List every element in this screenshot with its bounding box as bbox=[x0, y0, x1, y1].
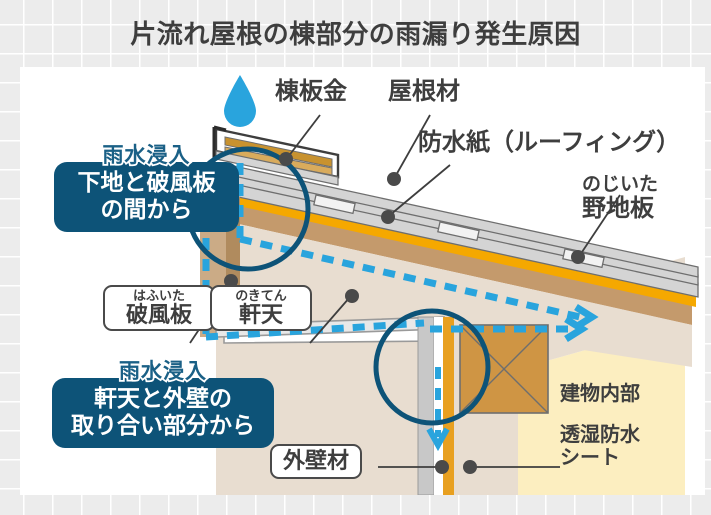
dot-ridge-cap bbox=[279, 152, 293, 166]
moisture-barrier-sheet bbox=[443, 317, 454, 495]
callout-soffit-leak: 雨水浸入 軒天と外壁の 取り合い部分から bbox=[52, 355, 274, 449]
callout-soffit-leak-head: 雨水浸入 bbox=[117, 358, 208, 385]
callout-ridge-leak-body: 下地と破風板 の間から bbox=[54, 162, 239, 233]
label-soffit: 軒天 bbox=[238, 302, 283, 328]
water-flow-arrows bbox=[564, 304, 599, 342]
dot-roofing-material bbox=[387, 172, 401, 186]
water-path-dashed bbox=[202, 163, 581, 341]
dot-fascia bbox=[224, 274, 238, 288]
arrow-right-lower bbox=[564, 316, 589, 342]
callout-soffit-leak-body: 軒天と外壁の 取り合い部分から bbox=[52, 378, 274, 449]
structural-beam bbox=[459, 324, 549, 414]
diagram-card: 棟板金 屋根材 防水紙（ルーフィング） のじいた 野地板 はふいた 破風板 のき… bbox=[20, 67, 705, 495]
label-fascia: 破風板 bbox=[125, 302, 192, 328]
leader-dots bbox=[224, 152, 585, 474]
wall-air-gap bbox=[434, 317, 443, 495]
roof-cross-section-diagram bbox=[185, 75, 699, 495]
exterior-wall-siding bbox=[417, 316, 435, 495]
callout-ridge-leak-line2: の間から bbox=[100, 196, 193, 223]
water-path-soffit bbox=[205, 319, 425, 341]
label-roof-deck-group: のじいた 野地板 bbox=[582, 174, 659, 223]
callout-ridge-leak-head: 雨水浸入 bbox=[101, 142, 192, 169]
dot-soffit bbox=[345, 289, 359, 303]
callout-ridge-leak-line1: 下地と破風板 bbox=[77, 169, 216, 195]
label-soffit-ruby: のきてん bbox=[235, 288, 287, 303]
label-moisture-sheet-line1: 透湿防水 bbox=[560, 424, 640, 446]
label-moisture-sheet-line2: シート bbox=[560, 446, 620, 469]
page-title: 片流れ屋根の棟部分の雨漏り発生原因 bbox=[130, 19, 581, 49]
dot-waterproof-paper bbox=[381, 210, 395, 224]
label-waterproof-paper: 防水紙（ルーフィング） bbox=[418, 129, 681, 156]
label-box-exterior-wall: 外壁材 bbox=[270, 444, 363, 480]
label-box-soffit: のきてん 軒天 bbox=[210, 285, 312, 332]
label-exterior-wall: 外壁材 bbox=[283, 448, 350, 473]
label-box-fascia: はふいた 破風板 bbox=[103, 285, 215, 332]
callout-soffit-leak-line2: 取り合い部分から bbox=[71, 412, 255, 439]
dot-roof-deck bbox=[571, 250, 585, 264]
water-flow-arrow-down bbox=[426, 367, 450, 452]
label-roof-deck-ruby: のじいた bbox=[582, 174, 659, 195]
water-path-under-roof bbox=[239, 235, 581, 321]
ridge-cap-assembly bbox=[212, 125, 340, 189]
water-drop-icon bbox=[224, 75, 256, 127]
label-building-interior: 建物内部 bbox=[560, 383, 640, 405]
label-roof-deck: 野地板 bbox=[582, 195, 654, 223]
label-ridge-cap: 棟板金 bbox=[275, 78, 347, 105]
arrow-right-upper bbox=[574, 304, 599, 330]
highlight-circle-soffit bbox=[373, 308, 491, 426]
label-moisture-sheet-group: 透湿防水 シート bbox=[560, 424, 640, 469]
dot-moisture-sheet bbox=[463, 460, 477, 474]
dot-exterior-wall bbox=[435, 460, 449, 474]
attic-interior-fill bbox=[216, 219, 692, 495]
building-interior-fill bbox=[518, 322, 685, 495]
callout-soffit-leak-line1: 軒天と外壁の bbox=[94, 385, 232, 411]
callout-ridge-leak: 雨水浸入 下地と破風板 の間から bbox=[54, 139, 239, 233]
label-roofing-material: 屋根材 bbox=[388, 78, 460, 105]
label-fascia-ruby: はふいた bbox=[132, 288, 185, 303]
roof-deck-sheathing bbox=[216, 195, 692, 325]
